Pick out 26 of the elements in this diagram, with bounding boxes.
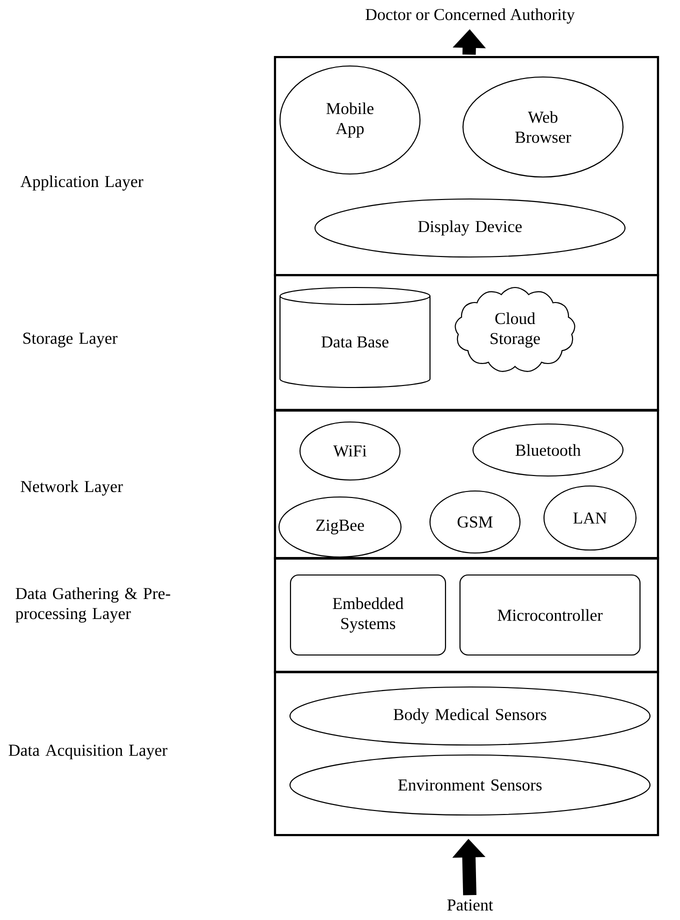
- ellipse-node: Body Medical Sensors: [289, 686, 651, 746]
- endpoint-label: Patient: [447, 899, 494, 911]
- ellipse-node: GSM: [429, 490, 521, 554]
- ellipse-node: Environment Sensors: [289, 754, 651, 816]
- ellipse-node: Mobile App: [279, 65, 421, 175]
- cloud-node: Cloud Storage: [454, 286, 576, 372]
- layer-box: [274, 670, 660, 836]
- layer-label: Network Layer: [20, 480, 123, 496]
- endpoint-label: Doctor or Concerned Authority: [366, 8, 575, 24]
- ellipse-node: Display Device: [314, 198, 626, 258]
- ellipse-node: WiFi: [299, 421, 401, 481]
- layer-box: [274, 409, 660, 560]
- ellipse-node: LAN: [543, 485, 637, 551]
- rounded-box: Microcontroller: [459, 574, 641, 656]
- layer-label: Application Layer: [20, 175, 144, 191]
- ellipse-node: ZigBee: [278, 496, 402, 558]
- layer-label: Data Gathering & Pre-processing Layer: [16, 587, 170, 623]
- layer-box: [274, 56, 660, 276]
- database-cylinder: Data Base: [279, 286, 431, 388]
- layer-label: Storage Layer: [23, 332, 118, 348]
- layer-box: [274, 556, 660, 674]
- rounded-box: Embedded Systems: [290, 574, 446, 656]
- layer-box: [274, 274, 660, 412]
- layer-label: Data Acquisition Layer: [8, 744, 168, 760]
- ellipse-node: Web Browser: [462, 76, 624, 178]
- ellipse-node: Bluetooth: [472, 423, 624, 477]
